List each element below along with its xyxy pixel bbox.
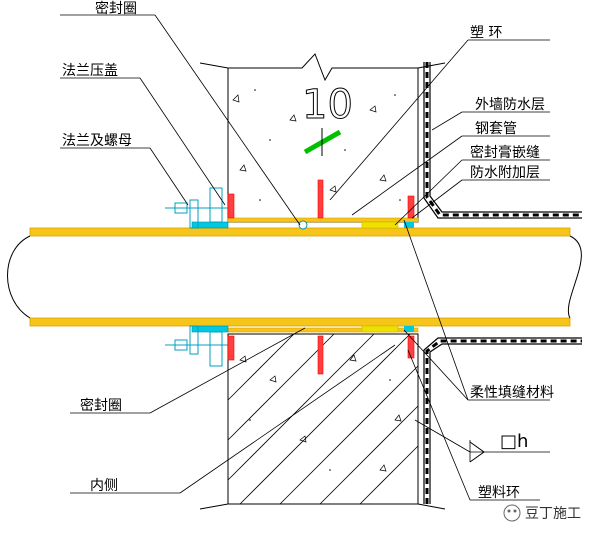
label-flange-gland: 法兰压盖	[62, 63, 118, 79]
concrete-dots	[249, 89, 401, 471]
level-triangle-icon	[469, 441, 485, 463]
label-flange-bolt-nut: 法兰及螺母	[62, 133, 132, 149]
dimension-text: 10	[302, 82, 353, 128]
label-flexible-filler: 柔性填缝材料	[470, 385, 554, 401]
pipe	[7, 227, 582, 327]
label-plastic-ring-bottom: 塑料环	[478, 485, 520, 501]
center-mark-icon	[303, 128, 342, 156]
label-steel-sleeve: 钢套管	[475, 121, 517, 137]
seal-fill	[298, 220, 414, 333]
leader-lines	[60, 14, 550, 501]
label-outer-wall-waterproof: 外墙防水层	[475, 97, 545, 113]
flange-gland	[165, 187, 229, 367]
label-seal-ointment-joint: 密封膏嵌缝	[470, 144, 540, 161]
label-waterproof-additional: 防水附加层	[470, 165, 540, 181]
label-plastic-ring: 塑 环	[470, 25, 502, 41]
label-inner-side: 内侧	[90, 478, 118, 494]
label-seal-ring-bottom: 密封圈	[80, 397, 122, 414]
waterproof-layer-right	[423, 62, 582, 504]
label-h-symbol: □h	[500, 431, 528, 452]
concrete-aggregate	[232, 94, 402, 472]
watermark-text: 豆丁施工	[525, 506, 581, 522]
label-seal-ring-top: 密封圈	[95, 0, 137, 17]
watermark: 豆丁施工	[503, 504, 581, 522]
